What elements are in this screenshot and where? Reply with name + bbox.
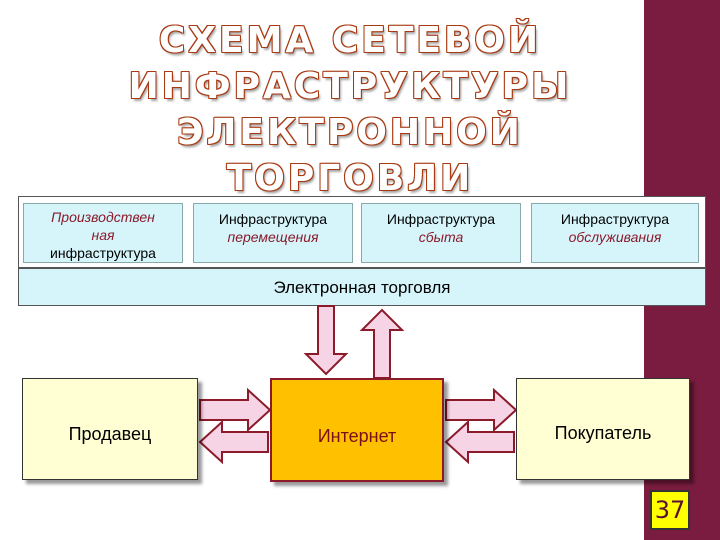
infra-service: Инфраструктура обслуживания	[531, 203, 699, 263]
infra-movement-line2: перемещения	[227, 229, 319, 245]
ecommerce-bar: Электронная торговля	[18, 268, 706, 306]
infra-service-line2: обслуживания	[568, 229, 662, 245]
internet-box: Интернет	[270, 378, 444, 482]
buyer-box: Покупатель	[516, 378, 690, 480]
infra-sales: Инфраструктура сбыта	[361, 203, 521, 263]
arrow-internet-to-seller	[198, 419, 269, 465]
infra-movement: Инфраструктура перемещения	[193, 203, 353, 263]
title-line-1: СХЕМА СЕТЕВОЙ	[158, 20, 542, 61]
infra-production-line1: Производствен	[51, 209, 155, 225]
infra-service-line1: Инфраструктура	[560, 211, 670, 227]
arrow-buyer-to-internet	[444, 419, 515, 465]
arrow-seller-to-internet	[199, 387, 272, 433]
slide-title: СХЕМА СЕТЕВОЙ ИНФРАСТРУКТУРЫ ЭЛЕКТРОННОЙ…	[60, 18, 640, 202]
infra-sales-line1: Инфраструктура	[386, 211, 496, 227]
infrastructure-row: Производствен ная инфраструктура Инфраст…	[18, 196, 706, 268]
slide-number: 37	[650, 490, 690, 530]
infra-production-line2: ная	[91, 227, 115, 243]
infra-sales-line2: сбыта	[418, 229, 464, 245]
title-line-3: ЭЛЕКТРОННОЙ ТОРГОВЛИ	[177, 112, 523, 199]
arrow-internet-to-buyer	[445, 387, 518, 433]
title-line-2: ИНФРАСТРУКТУРЫ	[128, 66, 572, 107]
infra-movement-line1: Инфраструктура	[218, 211, 328, 227]
infra-production: Производствен ная инфраструктура	[23, 203, 183, 263]
infra-production-line3: инфраструктура	[50, 245, 156, 261]
seller-box: Продавец	[22, 378, 198, 480]
arrow-down-to-internet	[303, 305, 349, 376]
arrow-up-to-ecommerce	[359, 308, 405, 379]
